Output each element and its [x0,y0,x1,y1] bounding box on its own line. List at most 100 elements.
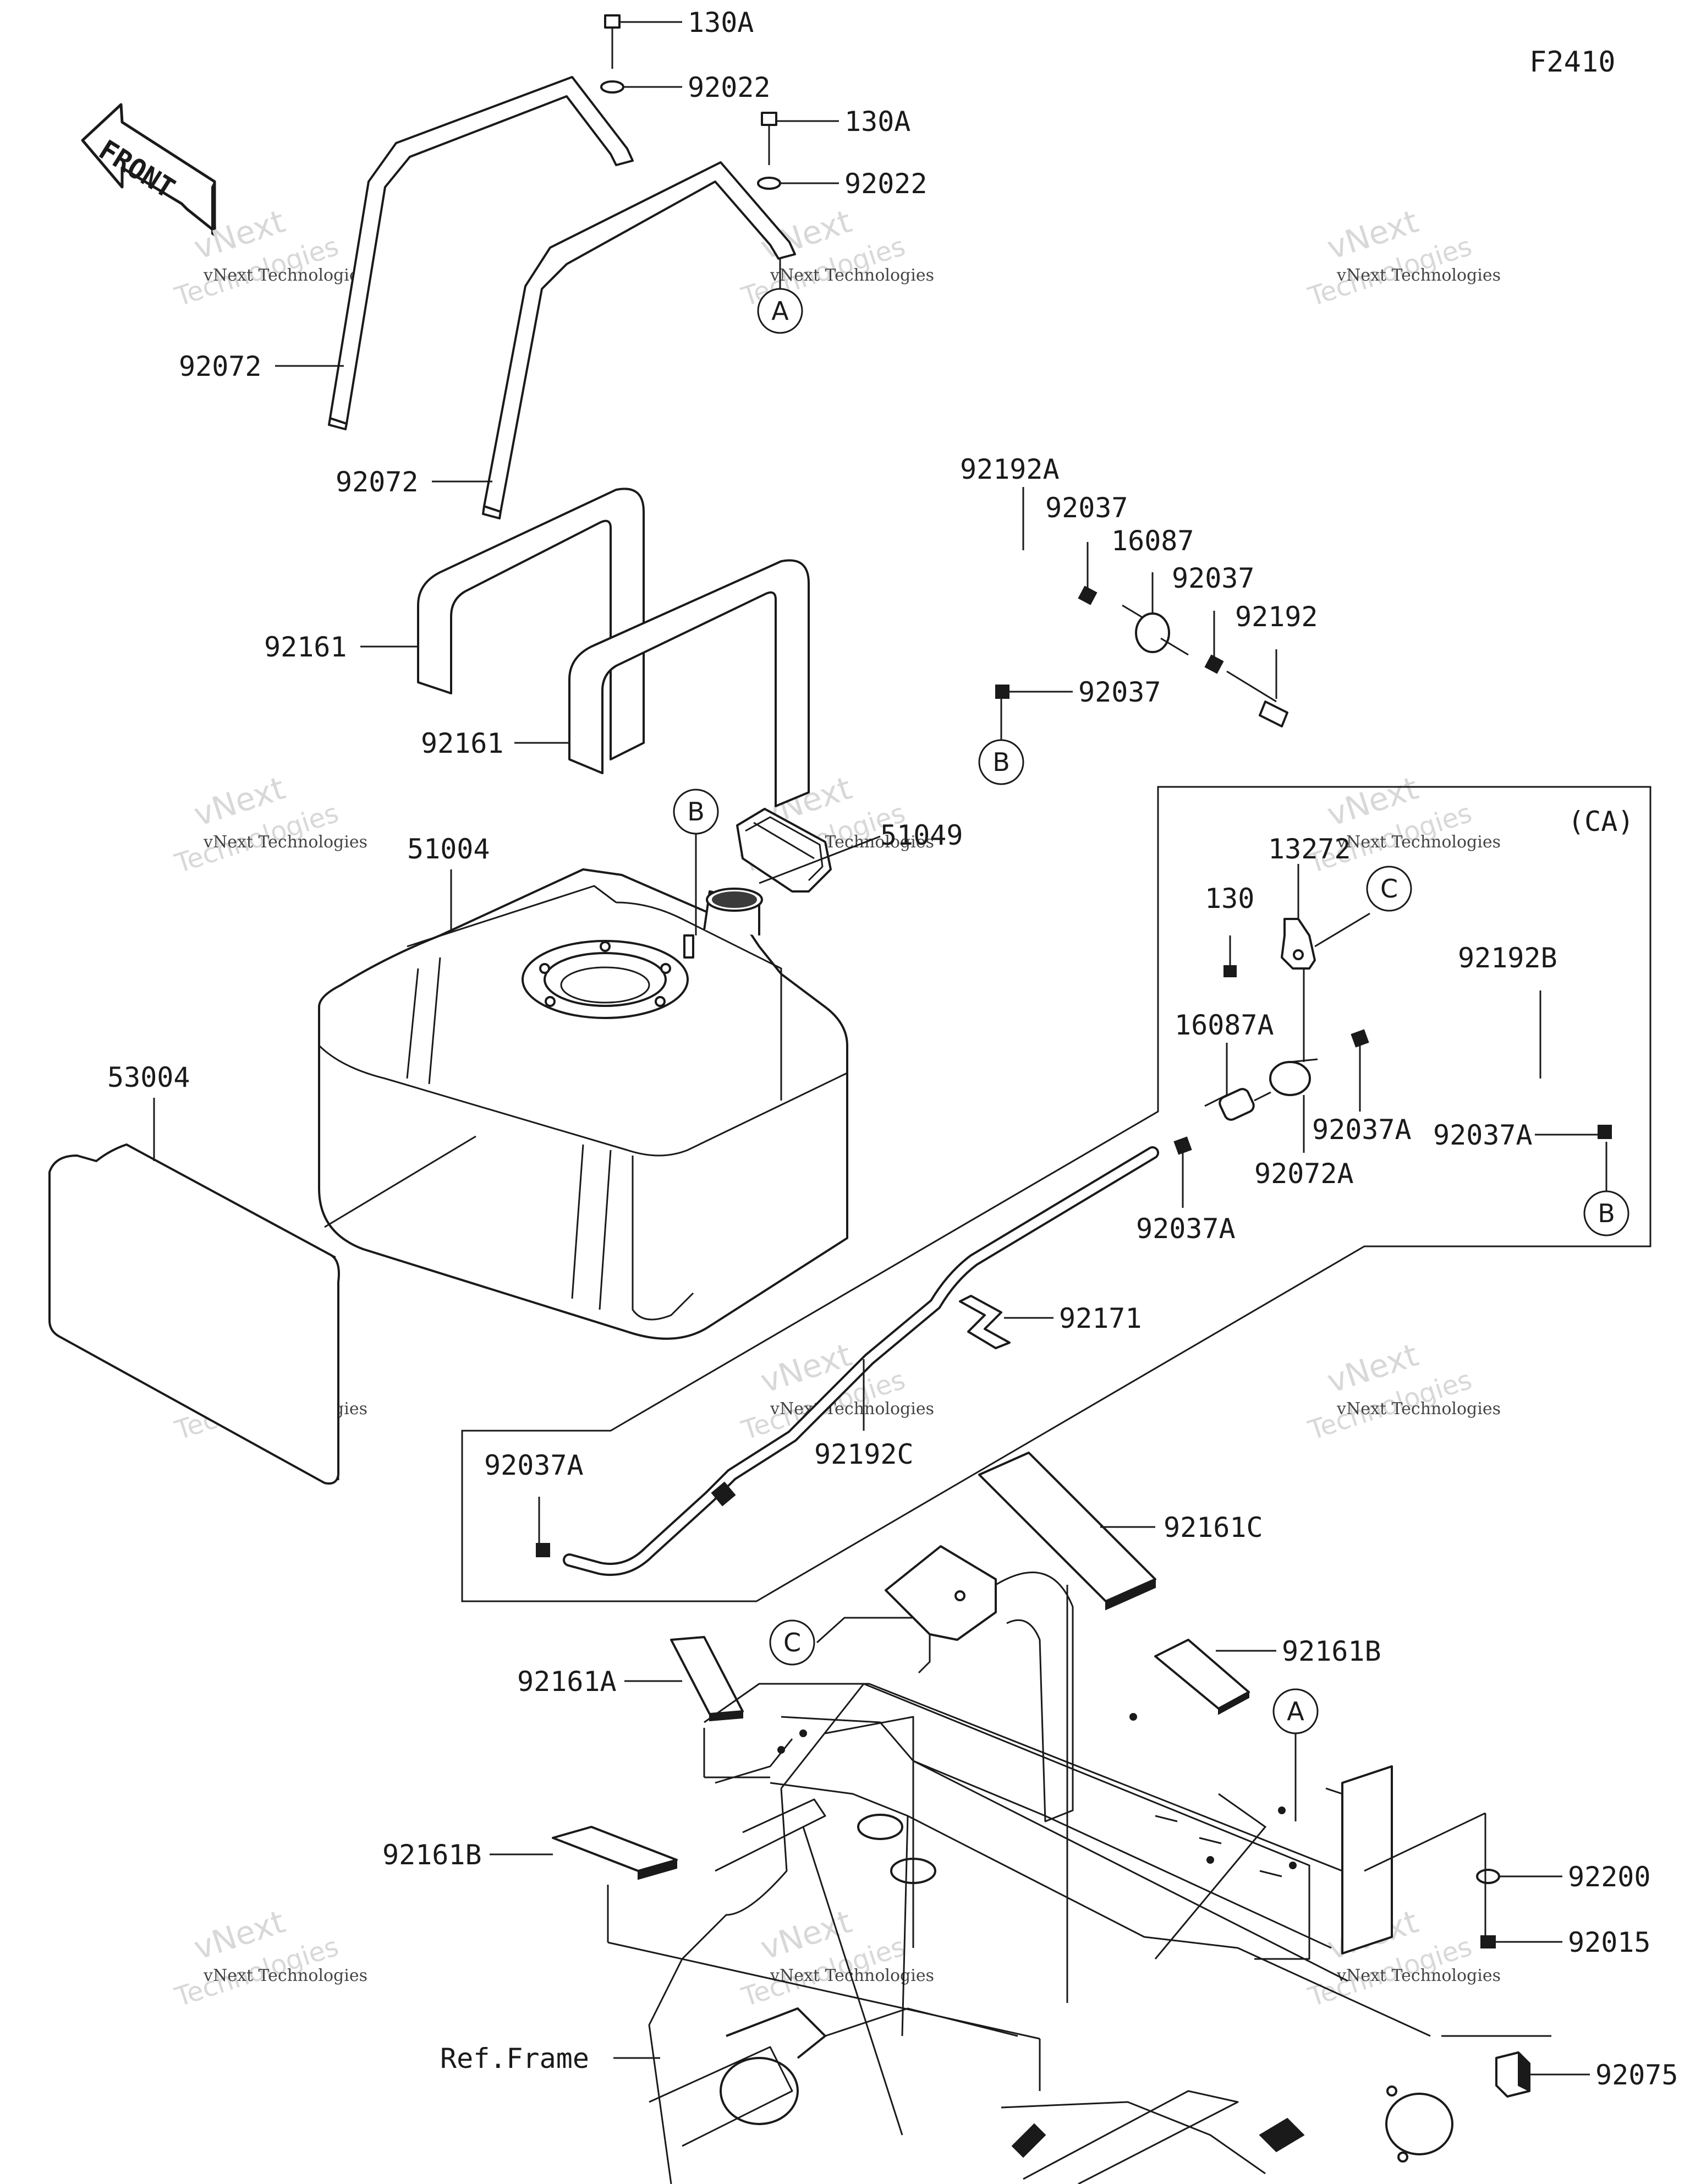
clamp-92037a-2-shape [1598,1125,1612,1139]
ca-group-label: (CA) [1568,806,1634,838]
clamp-92037a-3-shape [1173,1136,1192,1155]
marker-C-ca: C [1366,866,1412,912]
svg-text:A: A [1287,1696,1304,1726]
front-arrow-icon: FRONT [81,103,217,238]
clamp-92037a-4-shape [536,1543,550,1557]
washer-92200-shape [1476,1869,1500,1884]
figure-code: F2410 [1529,46,1616,79]
pad-92161-2-shape [568,559,810,807]
hose-92192-shape [1226,670,1288,727]
part-label-clamp-92037a-2: 92037A [1433,1119,1533,1151]
svg-text:A: A [771,296,789,326]
part-label-bolt-130a-2: 130A [844,106,910,138]
svg-text:vNext Technologies: vNext Technologies [1336,833,1501,852]
part-label-clamp-92037a-1: 92037A [1312,1114,1412,1146]
svg-text:vNext Technologies: vNext Technologies [1336,1966,1501,1985]
part-label-band-92072-1: 92072 [179,351,262,382]
marker-A-frame: A [1272,1688,1319,1734]
bolt-130a-2-shape [761,112,777,165]
pad-92161-1-shape [417,488,645,760]
part-label-pad-92161a: 92161A [517,1666,617,1698]
clamp-92037-3-shape [995,685,1009,699]
part-label-washer-92022-1: 92022 [688,72,771,103]
marker-A-top: A [757,288,803,334]
part-label-clamp-92171: 92171 [1059,1302,1142,1334]
pad-92161c-shape [978,1452,1156,1611]
marker-B-ca: B [1583,1190,1629,1236]
clamp-92037-1-shape [1078,585,1098,605]
part-label-washer-92022-2: 92022 [844,168,928,200]
bolt-130-shape [1223,965,1237,977]
bolt-130a-1-shape [604,14,621,69]
hose-92192c-shape [563,1146,1159,1576]
part-label-pad-92161c: 92161C [1164,1512,1263,1543]
pad-92161a-shape [670,1636,744,1722]
cap-51049-shape [736,808,832,893]
part-labels: 130A 92022 130A 92022 92072 92072 92161 … [107,7,1678,2091]
frame-shape [648,1545,1453,2184]
marker-C-frame: C [769,1619,815,1666]
svg-text:vNext Technologies: vNext Technologies [1336,266,1501,285]
part-label-clamp-92037a-3: 92037A [1136,1213,1236,1245]
part-label-band-92072a: 92072A [1254,1158,1354,1190]
part-label-clamp-92037-3: 92037 [1078,676,1161,708]
part-label-cap-51049: 51049 [880,819,963,851]
hose-92192a-shape [997,543,1071,686]
svg-text:vNext Technologies: vNext Technologies [770,266,934,285]
band-92072-1-shape [328,76,634,430]
svg-text:vNext Technologies: vNext Technologies [203,266,367,285]
part-label-band-92072-2: 92072 [336,466,419,498]
part-label-hose-92192c: 92192C [814,1438,914,1470]
svg-text:vNext Technologies: vNext Technologies [203,1966,367,1985]
part-label-pad-92161-2: 92161 [421,727,504,759]
part-label-tank-51004: 51004 [407,833,490,865]
pad-53004-shape [48,1143,340,1485]
part-label-pad-92161-1: 92161 [264,631,347,663]
part-label-valve-16087: 16087 [1111,525,1194,557]
clamp-92037-2-shape [1204,654,1224,674]
marker-B-tank: B [673,789,719,835]
part-label-hose-92192: 92192 [1235,601,1318,633]
part-label-clamp-92037-1: 92037 [1045,492,1128,524]
svg-text:B: B [992,747,1010,777]
part-label-clamp-92037-2: 92037 [1172,562,1255,594]
pad-92161b-2-shape [552,1826,678,1880]
cap-92075-shape [1495,2051,1530,2098]
part-label-cap-92075: 92075 [1595,2059,1678,2091]
svg-text:B: B [687,797,705,826]
clamp-92171-shape [959,1295,1011,1349]
hose-92192b-shape [1366,1008,1610,1168]
part-label-hose-92192a: 92192A [960,453,1060,485]
bracket-13272-shape [1281,918,1316,1062]
part-label-washer-92200: 92200 [1568,1861,1651,1893]
part-label-bolt-130a-1: 130A [688,7,754,39]
band-92072a-shape [1269,1058,1318,1096]
part-label-valve-16087a: 16087A [1175,1009,1274,1041]
washer-92022-2-shape [757,177,781,190]
tank-51004-shape [318,868,848,1340]
clamp-92037a-1-shape [1351,1029,1369,1048]
part-label-pad-92161b-2: 92161B [382,1839,482,1871]
ca-group-box [461,786,1651,1602]
part-label-pad-92161b-1: 92161B [1282,1635,1381,1667]
nut-92015-shape [1480,1935,1496,1948]
pad-92161b-1-shape [1154,1639,1250,1715]
part-label-hose-92192b: 92192B [1458,942,1557,974]
valve-16087-shape [1122,604,1189,656]
svg-text:B: B [1598,1198,1615,1228]
svg-text:C: C [1380,874,1398,904]
part-label-clamp-92037a-4: 92037A [484,1449,584,1481]
part-label-nut-92015: 92015 [1568,1926,1651,1958]
svg-text:vNext Technologies: vNext Technologies [203,833,367,852]
marker-B-top: B [978,739,1024,785]
svg-text:vNext Technologies: vNext Technologies [770,1399,934,1419]
part-label-bracket-13272: 13272 [1268,833,1351,865]
part-label-bolt-130: 130 [1205,883,1254,915]
valve-16087a-shape [1204,1088,1271,1121]
svg-text:C: C [783,1628,801,1657]
washer-92022-1-shape [600,80,624,94]
svg-text:vNext Technologies: vNext Technologies [1336,1399,1501,1419]
band-92072-2-shape [482,161,796,519]
part-label-pad-53004: 53004 [107,1061,190,1093]
